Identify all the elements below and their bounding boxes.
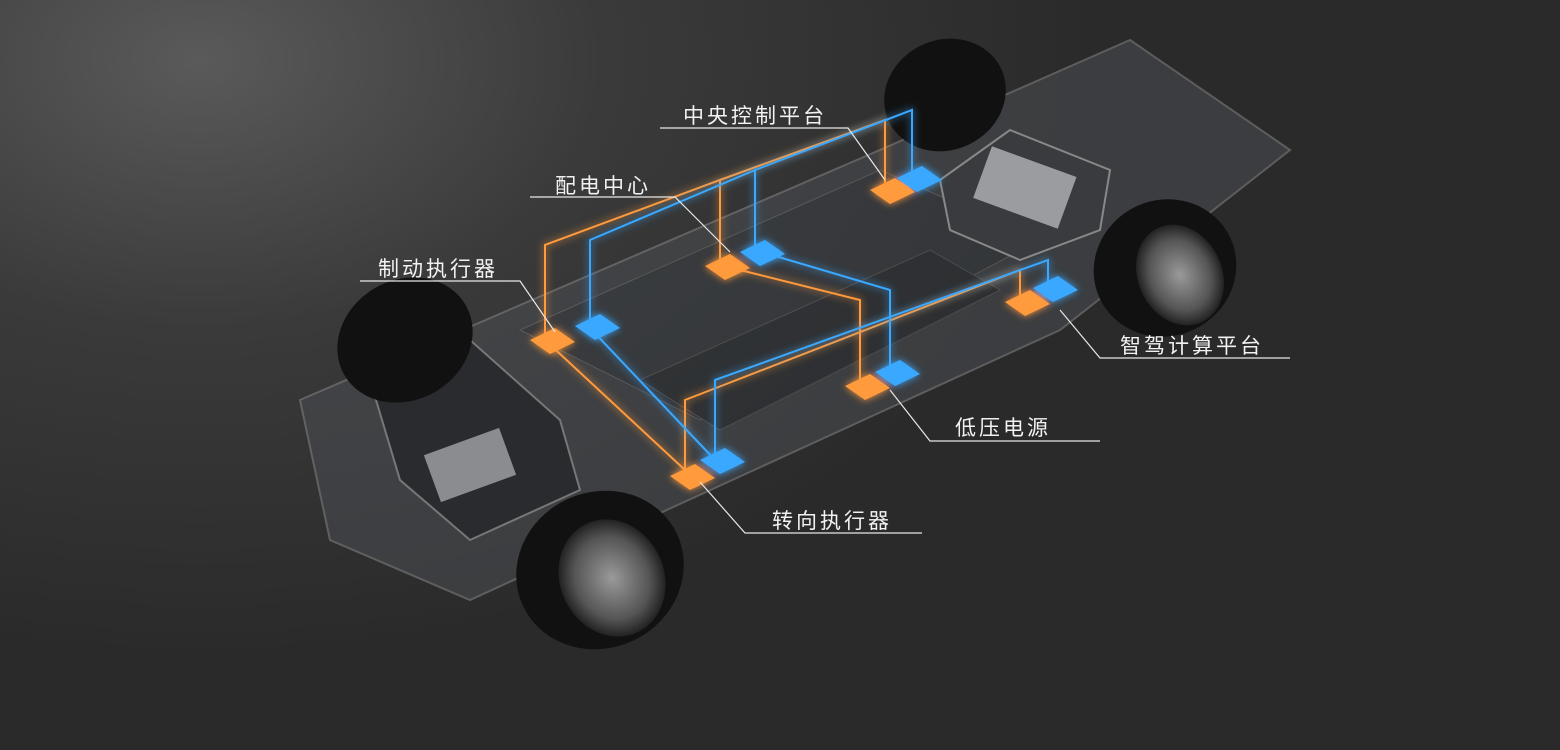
- wheel-front-right: [516, 490, 684, 650]
- leader-lines: [360, 127, 1290, 534]
- wheel-rear-right: [1093, 199, 1237, 337]
- wheel-front-left: [337, 277, 473, 403]
- label-brake-actuator: 制动执行器: [378, 257, 498, 281]
- module-low-voltage: [845, 360, 920, 400]
- label-adas-compute: 智驾计算平台: [1120, 334, 1264, 358]
- modules: [530, 166, 1078, 490]
- module-steering-actuator: [670, 448, 745, 490]
- label-central-control: 中央控制平台: [683, 104, 827, 128]
- rear-drive-unit: [938, 128, 1112, 262]
- blue-wiring: [589, 108, 1049, 461]
- wheel-rear-left: [884, 38, 1006, 152]
- label-steering-actuator: 转向执行器: [772, 509, 892, 533]
- label-power-distribution: 配电中心: [555, 174, 651, 198]
- module-brake-actuator: [530, 314, 620, 354]
- module-adas-compute: [1005, 276, 1078, 316]
- module-power-distribution: [705, 240, 785, 280]
- label-low-voltage-power: 低压电源: [955, 416, 1051, 440]
- module-central-control: [870, 166, 942, 204]
